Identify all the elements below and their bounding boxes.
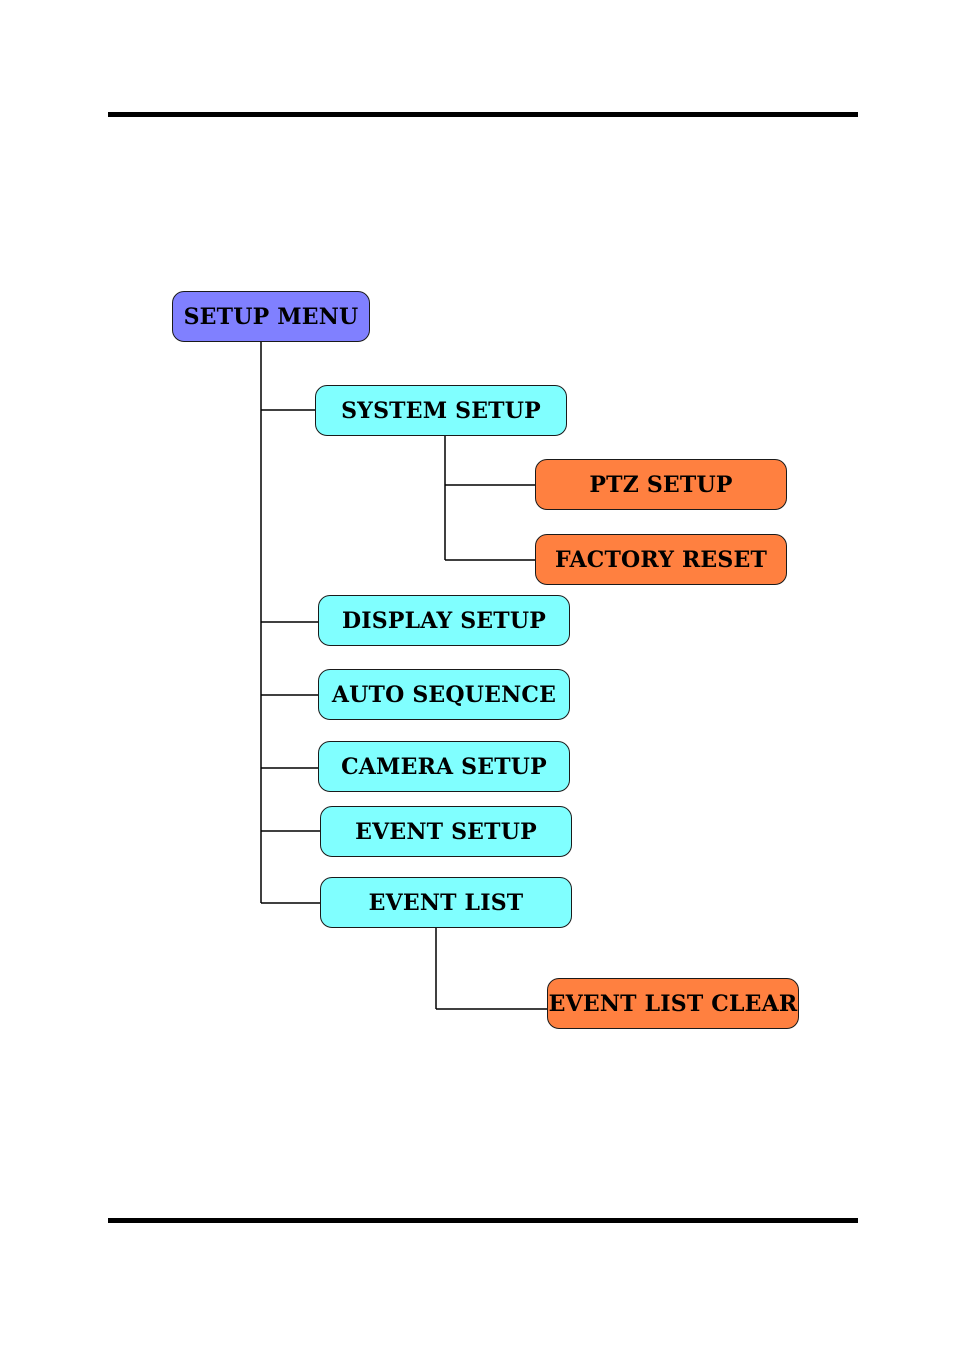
node-event-list-clear-label: EVENT LIST CLEAR [549, 991, 798, 1017]
node-event-setup[interactable]: EVENT SETUP [320, 806, 572, 857]
node-display-setup-label: DISPLAY SETUP [342, 608, 546, 634]
node-camera-setup-label: CAMERA SETUP [341, 754, 547, 780]
node-system-setup[interactable]: SYSTEM SETUP [315, 385, 567, 436]
node-auto-sequence[interactable]: AUTO SEQUENCE [318, 669, 570, 720]
node-factory-reset-label: FACTORY RESET [555, 547, 767, 573]
bottom-rule [108, 1218, 858, 1223]
node-event-list[interactable]: EVENT LIST [320, 877, 572, 928]
node-camera-setup[interactable]: CAMERA SETUP [318, 741, 570, 792]
node-event-setup-label: EVENT SETUP [355, 819, 537, 845]
node-system-setup-label: SYSTEM SETUP [341, 398, 541, 424]
node-display-setup[interactable]: DISPLAY SETUP [318, 595, 570, 646]
node-event-list-clear[interactable]: EVENT LIST CLEAR [547, 978, 799, 1029]
node-setup-menu-label: SETUP MENU [184, 304, 359, 330]
node-auto-sequence-label: AUTO SEQUENCE [332, 682, 556, 708]
node-ptz-setup[interactable]: PTZ SETUP [535, 459, 787, 510]
node-ptz-setup-label: PTZ SETUP [589, 472, 732, 498]
node-event-list-label: EVENT LIST [369, 890, 524, 916]
node-factory-reset[interactable]: FACTORY RESET [535, 534, 787, 585]
node-setup-menu[interactable]: SETUP MENU [172, 291, 370, 342]
